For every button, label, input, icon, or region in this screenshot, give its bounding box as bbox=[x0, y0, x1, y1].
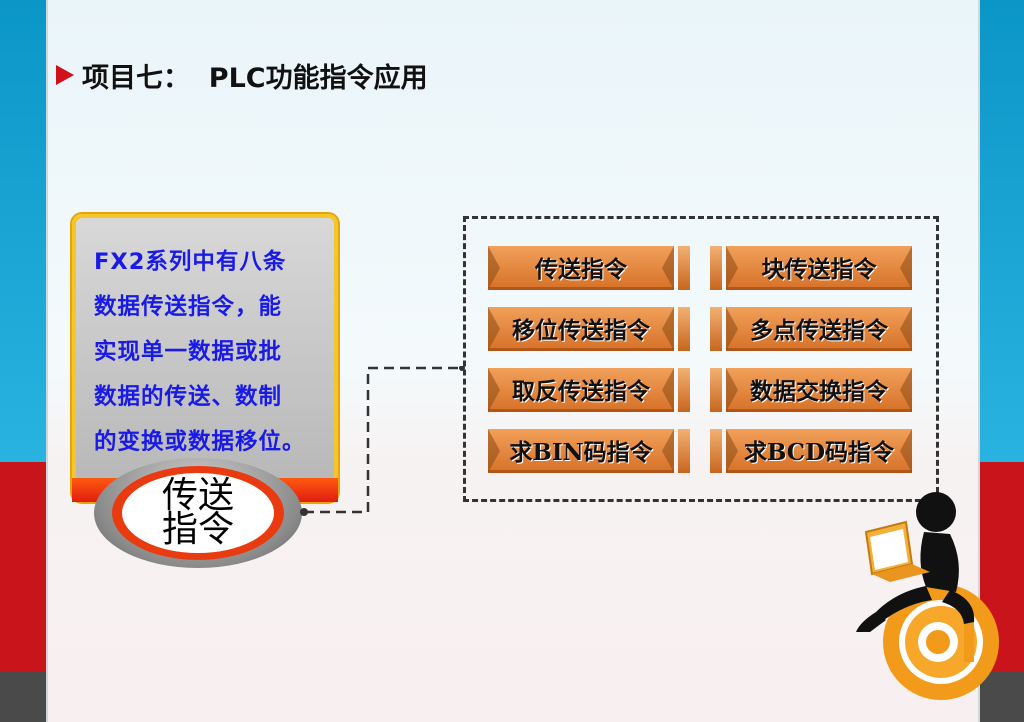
slide-title: 项目七： PLC功能指令应用 bbox=[56, 58, 428, 94]
button-tab bbox=[710, 368, 722, 412]
description-text: FX2系列中有八条 数据传送指令，能 实现单一数据或批 数据的传送、数制 的变换… bbox=[94, 240, 324, 465]
description-line: 数据传送指令，能 bbox=[94, 294, 283, 320]
instruction-button[interactable]: 求BIN码指令 bbox=[488, 429, 674, 473]
description-line: FX2系列中有八条 bbox=[94, 249, 287, 275]
button-tab bbox=[710, 429, 722, 473]
button-tab bbox=[710, 307, 722, 351]
description-line: 数据的传送、数制 bbox=[94, 384, 283, 410]
instruction-button[interactable]: 取反传送指令 bbox=[488, 368, 674, 412]
button-tab bbox=[678, 368, 690, 412]
dashed-connector bbox=[300, 366, 465, 516]
instruction-button[interactable]: 块传送指令 bbox=[726, 246, 912, 290]
badge-inner: 传送指令 bbox=[122, 473, 274, 553]
badge-line-2: 指令 bbox=[161, 509, 234, 550]
right-gray-band bbox=[980, 672, 1024, 722]
description-line: 的变换或数据移位。 bbox=[94, 429, 306, 455]
left-red-band bbox=[0, 462, 46, 672]
button-tab bbox=[678, 429, 690, 473]
left-blue-band bbox=[0, 0, 46, 462]
badge-line-1: 传送 bbox=[161, 475, 234, 516]
connector-line bbox=[304, 366, 460, 514]
instruction-button[interactable]: 传送指令 bbox=[488, 246, 674, 290]
arrow-bullet-icon bbox=[56, 65, 74, 85]
person-laptop-icon bbox=[856, 492, 999, 700]
button-tab bbox=[678, 307, 690, 351]
description-line: 实现单一数据或批 bbox=[94, 339, 283, 365]
instruction-button[interactable]: 数据交换指令 bbox=[726, 368, 912, 412]
left-gray-band bbox=[0, 672, 46, 722]
instruction-button[interactable]: 多点传送指令 bbox=[726, 307, 912, 351]
instruction-group bbox=[463, 216, 939, 502]
right-blue-band bbox=[980, 0, 1024, 462]
transfer-badge: 传送指令 bbox=[94, 458, 302, 568]
instruction-button[interactable]: 求BCD码指令 bbox=[726, 429, 912, 473]
title-text: 项目七： PLC功能指令应用 bbox=[82, 62, 428, 94]
instruction-button[interactable]: 移位传送指令 bbox=[488, 307, 674, 351]
button-tab bbox=[678, 246, 690, 290]
button-tab bbox=[710, 246, 722, 290]
badge-label: 传送指令 bbox=[148, 478, 248, 550]
